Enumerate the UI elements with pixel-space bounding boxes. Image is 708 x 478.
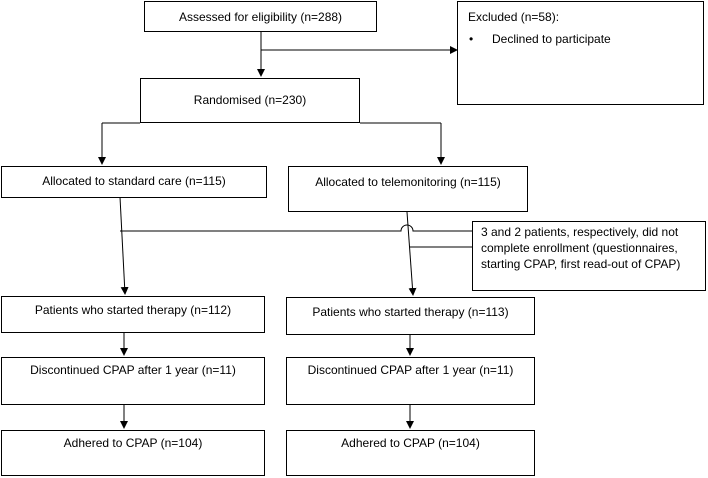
excluded-bullet: •: [469, 32, 474, 46]
enrollment-note-box: 3 and 2 patients, respectively, did not …: [472, 221, 706, 291]
randomised-label: Randomised (n=230): [193, 93, 307, 107]
started-tele-box: Patients who started therapy (n=113): [286, 297, 535, 335]
started-standard-label: Patients who started therapy (n=112): [34, 303, 232, 317]
arrow-standard-to-started: [119, 196, 129, 295]
alloc-tele-box: Allocated to telemonitoring (n=115): [288, 166, 528, 212]
started-tele-label: Patients who started therapy (n=113): [312, 305, 509, 319]
alloc-standard-box: Allocated to standard care (n=115): [1, 166, 267, 198]
randomised-box: Randomised (n=230): [140, 78, 360, 123]
adhered-standard-label: Adhered to CPAP (n=104): [63, 436, 203, 450]
enrollment-note-line-2: complete enrollment (questionnaires,: [481, 241, 678, 255]
arrow-tele-to-started: [406, 211, 417, 296]
alloc-tele-label: Allocated to telemonitoring (n=115): [315, 175, 501, 189]
discontinued-tele-label: Discontinued CPAP after 1 year (n=11): [307, 363, 514, 377]
excluded-reason: Declined to participate: [492, 32, 611, 46]
excluded-box: Excluded (n=58): • Declined to participa…: [457, 1, 704, 105]
assessed-box: Assessed for eligibility (n=288): [144, 1, 377, 32]
discontinued-standard-label: Discontinued CPAP after 1 year (n=11): [30, 363, 236, 377]
started-standard-box: Patients who started therapy (n=112): [1, 296, 265, 333]
excluded-title: Excluded (n=58):: [468, 10, 560, 24]
assessed-label: Assessed for eligibility (n=288): [178, 10, 343, 24]
enrollment-note-line-3: starting CPAP, first read-out of CPAP): [481, 257, 681, 271]
alloc-standard-label: Allocated to standard care (n=115): [42, 174, 226, 188]
discontinued-standard-box: Discontinued CPAP after 1 year (n=11): [1, 357, 265, 405]
adhered-tele-box: Adhered to CPAP (n=104): [286, 430, 535, 476]
adhered-standard-box: Adhered to CPAP (n=104): [1, 430, 265, 476]
enrollment-note-line-1: 3 and 2 patients, respectively, did not: [481, 225, 679, 239]
line-standard-to-note: [120, 224, 472, 232]
discontinued-tele-box: Discontinued CPAP after 1 year (n=11): [286, 357, 535, 405]
adhered-tele-label: Adhered to CPAP (n=104): [341, 436, 480, 450]
